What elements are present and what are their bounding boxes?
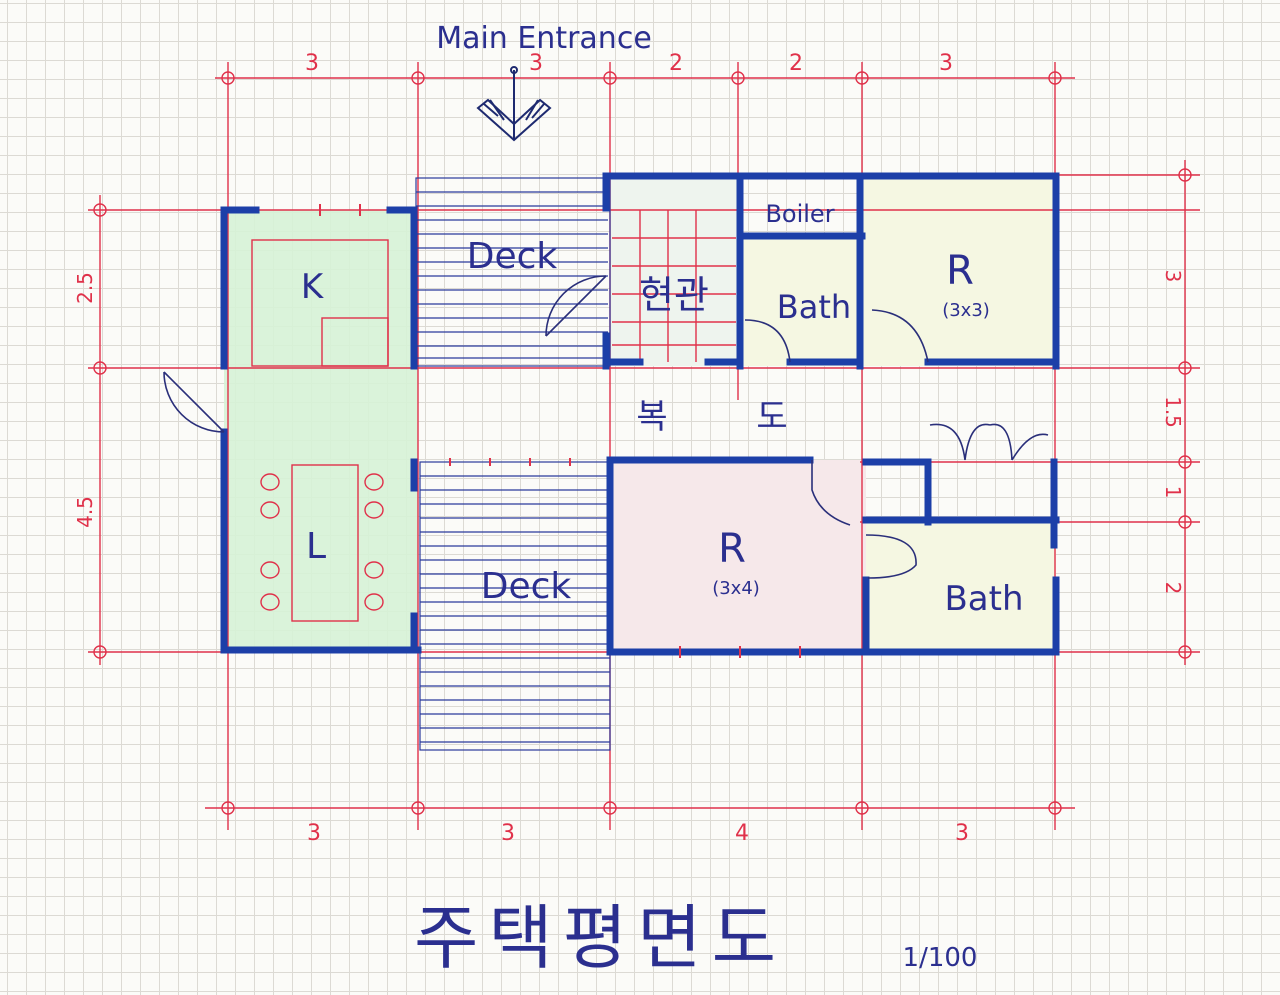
axis-marker	[731, 71, 745, 85]
axis-marker	[221, 71, 235, 85]
arrow-dot	[510, 66, 518, 74]
chair	[364, 501, 384, 519]
chair	[260, 593, 280, 611]
door-swing-room-top	[871, 309, 929, 363]
axis-marker	[411, 71, 425, 85]
axis-marker	[1178, 645, 1192, 659]
corridor-label-2: 도	[756, 397, 787, 437]
deck-top	[415, 177, 611, 367]
room-bottom-fill	[610, 460, 866, 652]
dim-left-2: 4.5	[73, 496, 97, 528]
living-label: L	[306, 526, 326, 567]
drawing-scale: 1/100	[903, 943, 978, 973]
room-top-label: R	[946, 248, 974, 294]
dim-top-2: 3	[529, 51, 543, 76]
axis-marker	[855, 801, 869, 815]
dim-top-1: 3	[305, 51, 319, 76]
axis-markers	[93, 71, 1192, 815]
axis-marker	[93, 203, 107, 217]
kitchen-counter-outline	[251, 239, 389, 367]
axis-marker	[1178, 168, 1192, 182]
room-bottom-size: (3x4)	[712, 578, 760, 599]
chair	[364, 473, 384, 491]
chair	[364, 593, 384, 611]
dim-top-5: 3	[939, 51, 953, 76]
axis-marker	[221, 801, 235, 815]
axis-marker	[1048, 801, 1062, 815]
dim-bottom-3: 4	[735, 821, 749, 846]
dim-right-4: 2	[1161, 582, 1185, 595]
deck-bottom	[419, 461, 611, 751]
drawing-title: 주택평면도	[414, 897, 786, 979]
walls	[220, 172, 1060, 656]
doors	[163, 275, 1049, 579]
dim-bottom-4: 3	[955, 821, 969, 846]
boiler-label: Boiler	[765, 200, 834, 228]
door-swing-bath-bottom	[865, 534, 917, 579]
axis-marker	[93, 645, 107, 659]
laundry-doors	[929, 423, 1049, 461]
dim-bottom-1: 3	[307, 821, 321, 846]
dim-right-3: 1	[1161, 486, 1185, 499]
deck-bottom-label: Deck	[481, 566, 572, 607]
dim-top-3: 2	[669, 51, 683, 76]
axis-marker	[855, 71, 869, 85]
room-top-size: (3x3)	[942, 300, 990, 321]
axis-marker	[603, 801, 617, 815]
axis-marker	[1178, 515, 1192, 529]
main-entrance-heading: Main Entrance	[436, 21, 652, 56]
arrow-hatch	[483, 99, 545, 121]
corridor-label-1: 복	[636, 397, 667, 437]
door-swing-room-bottom	[811, 460, 851, 526]
dim-left-1: 2.5	[73, 272, 97, 304]
chair	[260, 473, 280, 491]
axis-marker	[411, 801, 425, 815]
door-swing-bath-top	[744, 319, 791, 363]
bath-top-fill	[740, 236, 860, 366]
entrance-fill	[610, 178, 740, 366]
axis-marker	[1048, 71, 1062, 85]
dim-right-2: 1.5	[1161, 396, 1185, 428]
kitchen-island-outline	[321, 317, 389, 367]
bath-bottom-fill	[866, 520, 1056, 652]
kitchen-label: K	[301, 267, 325, 307]
entrance-label: 현관	[639, 273, 709, 317]
arrow-chevron	[476, 98, 552, 142]
kitchen-living-fill	[224, 210, 418, 650]
chair	[260, 561, 280, 579]
axis-marker	[93, 361, 107, 375]
axis-marker	[603, 71, 617, 85]
axis-marker	[1178, 455, 1192, 469]
deck-top-label: Deck	[467, 236, 558, 277]
bath-bottom-label: Bath	[944, 579, 1023, 619]
chair	[260, 501, 280, 519]
dim-right-1: 3	[1161, 270, 1185, 283]
dim-bottom-2: 3	[501, 821, 515, 846]
axis-marker	[1178, 361, 1192, 375]
room-bottom-label: R	[718, 526, 746, 572]
door-swing-entrance	[545, 275, 607, 337]
window-marks	[319, 204, 801, 658]
bath-top-label: Bath	[777, 288, 851, 326]
chair	[364, 561, 384, 579]
door-swing-living	[163, 371, 225, 433]
dim-top-4: 2	[789, 51, 803, 76]
dining-table-outline	[291, 464, 359, 622]
entrance-arrow-icon	[476, 66, 552, 142]
